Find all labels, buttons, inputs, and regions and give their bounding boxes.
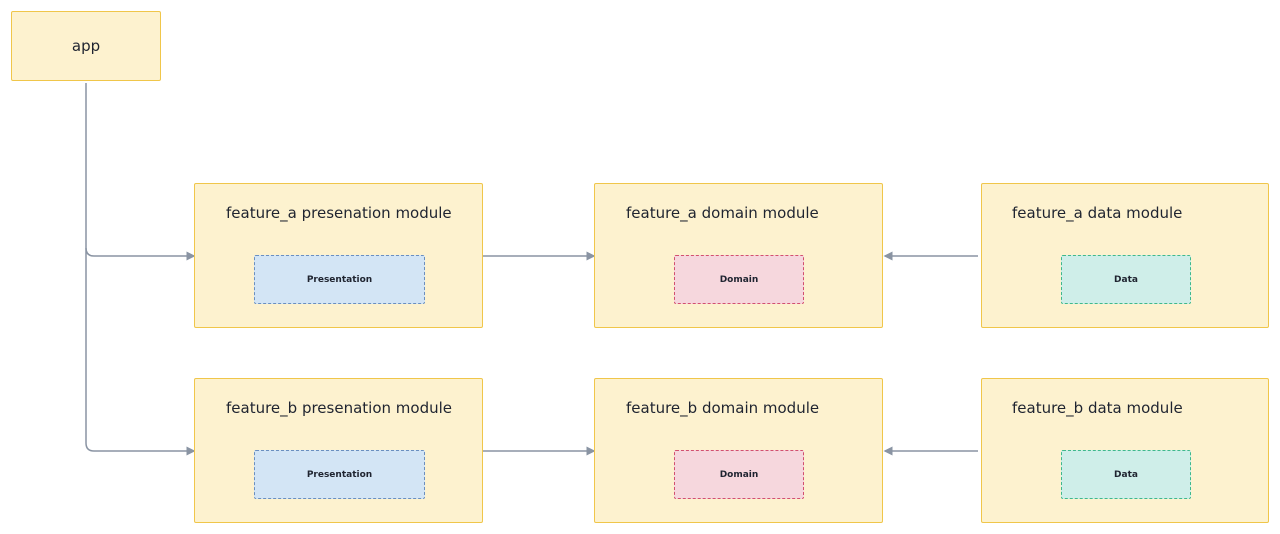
feature-b-presentation-module: feature_b presenation module Presentatio… [194,378,483,523]
feature-a-presentation-module: feature_a presenation module Presentatio… [194,183,483,328]
feature-b-presentation-layer: Presentation [254,450,425,499]
feature-b-domain-module-title: feature_b domain module [626,399,820,417]
feature-b-data-module-title: feature_b data module [1012,399,1183,417]
feature-b-domain-module: feature_b domain module Domain [594,378,883,523]
feature-a-data-module: feature_a data module Data [981,183,1269,328]
app-to-feature-a-presentation-connector [85,83,196,261]
feature-a-domain-module-title: feature_a domain module [626,204,819,222]
feature-a-data-module-title: feature_a data module [1012,204,1183,222]
feature-a-domain-layer: Domain [674,255,804,304]
feature-a-data-layer: Data [1061,255,1191,304]
feature-b-domain-layer: Domain [674,450,804,499]
app-module: app [11,11,161,81]
feature-b-data-layer: Data [1061,450,1191,499]
app-to-feature-b-presentation-connector [85,248,196,456]
feature-b-data-module: feature_b data module Data [981,378,1269,523]
app-module-label: app [71,37,101,55]
feature-a-domain-module: feature_a domain module Domain [594,183,883,328]
feature-a-presentation-module-title: feature_a presenation module [226,204,452,222]
feature-b-presentation-module-title: feature_b presenation module [226,399,452,417]
feature-a-presentation-layer: Presentation [254,255,425,304]
